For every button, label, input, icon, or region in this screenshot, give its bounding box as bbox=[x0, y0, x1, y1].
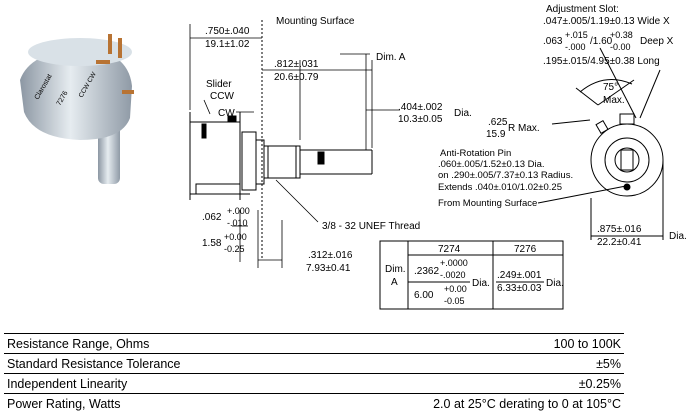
flange-mm: 1.58 bbox=[202, 238, 222, 249]
shaft-dia-in: .404±.002 bbox=[398, 102, 443, 113]
anti-rotation-pin-radius: on .290±.005/7.37±0.13 Radius. bbox=[438, 170, 573, 181]
spec-label: Standard Resistance Tolerance bbox=[7, 356, 181, 371]
mounting-surface-label: Mounting Surface bbox=[276, 16, 355, 27]
photo-pin bbox=[122, 90, 134, 94]
thread-label: 3/8 - 32 UNEF Thread bbox=[322, 221, 420, 232]
photo-body bbox=[20, 48, 132, 140]
adj-slot-title: Adjustment Slot: bbox=[546, 4, 619, 15]
dim-table-row-label: A bbox=[391, 277, 398, 288]
potentiometer-photo: Clarostat 7276 CCW CW bbox=[20, 34, 134, 184]
bushing-len-in: .312±.016 bbox=[308, 250, 353, 261]
dim-a-table: Dim. A 7274 7276 .2362 +.0000 -.0020 Dia… bbox=[379, 240, 564, 310]
dim-table-col-7274: 7274 bbox=[438, 244, 461, 255]
bushing-mm: 20.6±0.79 bbox=[274, 72, 319, 83]
angle-value: 75° bbox=[603, 82, 618, 93]
flange-in-minus: -.010 bbox=[227, 218, 248, 228]
spec-label: Independent Linearity bbox=[7, 376, 128, 391]
overall-length-mm: 19.1±1.02 bbox=[205, 39, 250, 50]
dim-table-7274-mm: 6.00 bbox=[414, 290, 434, 301]
spec-label: Power Rating, Watts bbox=[7, 396, 121, 411]
photo-pin bbox=[96, 60, 110, 64]
dim-table-7276-dia: Dia. bbox=[546, 278, 564, 289]
spec-row: Standard Resistance Tolerance ±5% bbox=[4, 353, 624, 373]
bushing-in: .812±.031 bbox=[274, 59, 319, 70]
dim-table-7274-in-minus: -.0020 bbox=[440, 270, 466, 280]
body-dia-mm: 22.2±0.41 bbox=[597, 237, 642, 248]
radius-in: .625 bbox=[488, 117, 508, 128]
adj-slot-depth-mm-plus: +0.38 bbox=[610, 30, 633, 40]
overall-length-in: .750±.040 bbox=[205, 26, 250, 37]
dim-table-7274-mm-plus: +0.00 bbox=[444, 284, 467, 294]
spec-row: Resistance Range, Ohms 100 to 100K bbox=[4, 333, 624, 353]
spec-row: Independent Linearity ±0.25% bbox=[4, 373, 624, 393]
dim-table-7274-mm-minus: -0.05 bbox=[444, 296, 465, 306]
spec-value: ±0.25% bbox=[578, 376, 621, 391]
adj-slot-line1: .047±.005/1.19±0.13 Wide X bbox=[543, 16, 670, 27]
shaft-dia-mm: 10.3±0.05 bbox=[398, 114, 443, 125]
flange-mm-plus: +0.00 bbox=[224, 232, 247, 242]
front-view bbox=[537, 47, 664, 240]
anti-rotation-pin-from: From Mounting Surface bbox=[438, 198, 537, 209]
body-dia-label: Dia. bbox=[669, 231, 687, 242]
anti-rotation-pin-dia: .060±.005/1.52±0.13 Dia. bbox=[438, 159, 545, 170]
dim-table-7274-in-plus: +.0000 bbox=[440, 258, 468, 268]
radius-mm: 15.9 bbox=[486, 129, 506, 140]
flange-in: .062 bbox=[202, 212, 222, 223]
dim-table-col-7276: 7276 bbox=[514, 244, 537, 255]
body-dia-in: .875±.016 bbox=[597, 224, 642, 235]
shaft-dia-label: Dia. bbox=[454, 108, 472, 119]
anti-rotation-pin-title: Anti-Rotation Pin bbox=[440, 148, 511, 159]
ccw-label: CCW bbox=[210, 91, 234, 102]
flange-in-plus: +.000 bbox=[227, 206, 250, 216]
adj-slot-depth-in-plus: +.015 bbox=[565, 30, 588, 40]
spec-table: Resistance Range, Ohms 100 to 100K Stand… bbox=[4, 333, 624, 413]
slider-label: Slider bbox=[206, 79, 232, 90]
dim-a-label: Dim. A bbox=[376, 52, 406, 63]
dim-table-7276-in: .249±.001 bbox=[497, 270, 542, 281]
cw-label: CW bbox=[218, 108, 235, 119]
side-view bbox=[189, 20, 373, 260]
adj-slot-depth-in: .063 bbox=[543, 36, 563, 47]
photo-pin bbox=[108, 34, 112, 54]
radius-label: R Max. bbox=[508, 123, 540, 134]
technical-drawing: Clarostat 7276 CCW CW bbox=[20, 4, 687, 310]
photo-pin bbox=[118, 38, 122, 58]
dim-table-7274-in: .2362 bbox=[414, 266, 439, 277]
spec-row: Power Rating, Watts 2.0 at 25°C derating… bbox=[4, 393, 624, 413]
dimension-lines bbox=[189, 24, 400, 268]
spec-label: Resistance Range, Ohms bbox=[7, 336, 150, 351]
adj-slot-depth-label: Deep X bbox=[640, 36, 674, 47]
dim-table-7276-mm: 6.33±0.03 bbox=[497, 283, 542, 294]
adj-slot-line3: .195±.015/4.95±0.38 Long bbox=[543, 56, 660, 67]
adj-slot-depth-in-minus: -.000 bbox=[565, 42, 586, 52]
angle-max: Max. bbox=[603, 95, 625, 106]
spec-value: ±5% bbox=[596, 356, 621, 371]
dim-table-row-label: Dim. bbox=[385, 264, 406, 275]
dim-table-7274-dia: Dia. bbox=[472, 278, 490, 289]
adj-slot-depth-mm: /1.60 bbox=[590, 36, 613, 47]
spec-value: 100 to 100K bbox=[553, 336, 621, 351]
flange-mm-minus: -0.25 bbox=[224, 244, 245, 254]
spec-value: 2.0 at 25°C derating to 0 at 105°C bbox=[433, 396, 621, 411]
adj-slot-depth-mm-minus: -0.00 bbox=[610, 42, 631, 52]
anti-rotation-pin-extends: Extends .040±.010/1.02±0.25 bbox=[438, 182, 562, 193]
bushing-len-mm: 7.93±0.41 bbox=[306, 263, 351, 274]
